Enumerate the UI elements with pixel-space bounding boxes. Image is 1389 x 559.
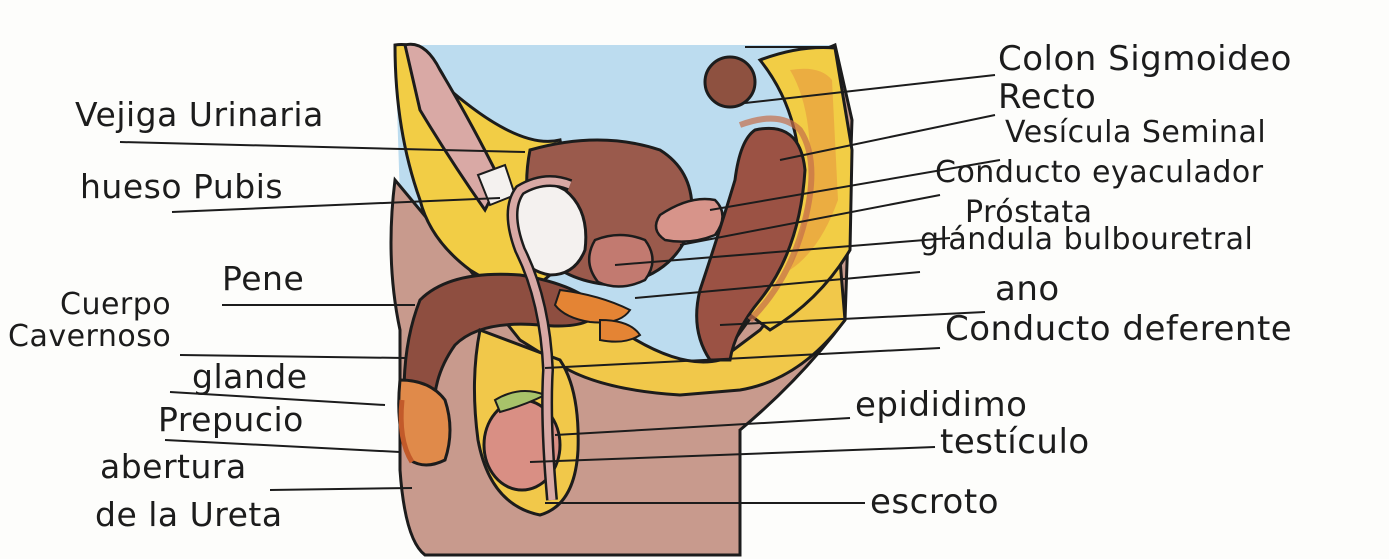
label-hueso-pubis: hueso Pubis [80, 170, 283, 203]
sigmoid-colon [705, 57, 755, 107]
prostate [589, 235, 652, 287]
label-recto: Recto [998, 80, 1096, 114]
label-glande: glande [192, 360, 308, 393]
label-glandula-bulbouretral: glándula bulbouretral [920, 225, 1253, 255]
label-escroto: escroto [870, 485, 999, 519]
label-de-la-ureta: de la Ureta [95, 498, 283, 531]
label-colon-sigmoideo: Colon Sigmoideo [998, 42, 1292, 76]
label-vejiga-urinaria: Vejiga Urinaria [75, 98, 324, 131]
label-cuerpo: Cuerpo [60, 290, 171, 320]
label-cavernoso: Cavernoso [8, 322, 171, 352]
label-ano: ano [995, 272, 1060, 306]
label-pene: Pene [222, 262, 304, 295]
label-conducto-eyaculador: Conducto eyaculador [935, 158, 1264, 188]
label-epididimo: epididimo [855, 388, 1027, 422]
label-prepucio: Prepucio [158, 403, 304, 436]
label-abertura: abertura [100, 450, 247, 483]
label-testiculo: testículo [940, 425, 1090, 459]
label-conducto-deferente: Conducto deferente [945, 312, 1292, 346]
label-vesicula-seminal: Vesícula Seminal [1005, 118, 1266, 148]
